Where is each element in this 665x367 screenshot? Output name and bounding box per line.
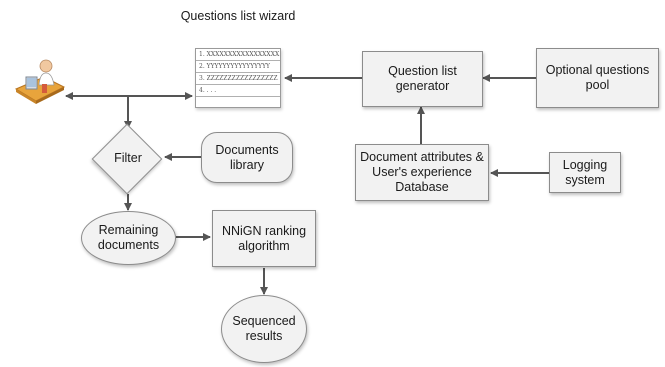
- wizard-row-empty: [196, 97, 280, 108]
- wizard-title: Questions list wizard: [180, 9, 296, 23]
- optional-questions-pool-box: Optional questions pool: [536, 48, 659, 108]
- remaining-documents-oval: Remaining documents: [81, 211, 176, 265]
- wizard-row: 2. YYYYYYYYYYYYYYYY: [196, 61, 280, 73]
- user-at-computer-icon: [14, 59, 66, 104]
- wizard-row: 3. ZZZZZZZZZZZZZZZZZ: [196, 73, 280, 85]
- filter-label: Filter: [114, 151, 142, 165]
- ranking-algorithm-box: NNiGN ranking algorithm: [212, 210, 316, 267]
- question-list-generator-box: Question list generator: [362, 51, 483, 107]
- documents-library-box: Documents library: [201, 132, 293, 183]
- sequenced-results-oval: Sequenced results: [221, 295, 307, 363]
- logging-system-box: Logging system: [549, 152, 621, 193]
- questions-list-wizard: 1. XXXXXXXXXXXXXXXXX 2. YYYYYYYYYYYYYYYY…: [195, 48, 281, 108]
- wizard-row: 4. . . .: [196, 85, 280, 97]
- document-attributes-database-box: Document attributes & User's experience …: [355, 144, 489, 201]
- wizard-row: 1. XXXXXXXXXXXXXXXXX: [196, 49, 280, 61]
